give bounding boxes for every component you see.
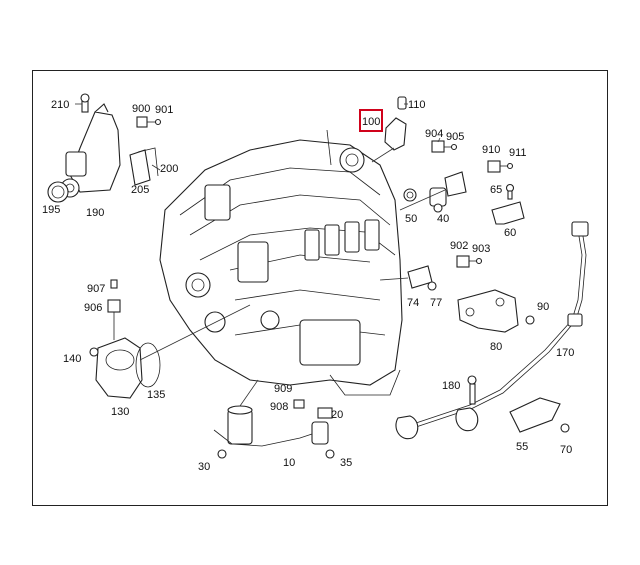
part-labels: 210 900 901 200 205 195 190 100 110 904 …: [42, 99, 574, 473]
label-902[interactable]: 902: [450, 240, 468, 252]
label-140[interactable]: 140: [63, 353, 81, 365]
label-905[interactable]: 905: [446, 131, 464, 143]
label-40[interactable]: 40: [437, 213, 449, 225]
label-906[interactable]: 906: [84, 302, 102, 314]
label-70[interactable]: 70: [560, 444, 572, 456]
part-170-harness: [395, 221, 589, 440]
label-30[interactable]: 30: [198, 461, 210, 473]
label-901[interactable]: 901: [155, 104, 173, 116]
part-74-sensor: [379, 255, 483, 291]
part-100-sensor: [371, 96, 458, 163]
part-40-sensor: [399, 160, 514, 213]
label-100[interactable]: 100: [362, 116, 380, 128]
part-130-housing: [89, 279, 251, 399]
part-10-sensor: [213, 379, 335, 459]
label-907[interactable]: 907: [87, 283, 105, 295]
label-909[interactable]: 909: [274, 383, 292, 395]
label-80[interactable]: 80: [490, 341, 502, 353]
label-911[interactable]: 911: [509, 147, 527, 159]
label-190[interactable]: 190: [86, 207, 104, 219]
label-200[interactable]: 200: [160, 163, 178, 175]
label-10[interactable]: 10: [283, 457, 295, 469]
part-190-assembly: [47, 93, 162, 203]
label-35[interactable]: 35: [340, 457, 352, 469]
label-77[interactable]: 77: [430, 297, 442, 309]
label-110[interactable]: 110: [408, 99, 426, 111]
engine-assembly: [159, 129, 403, 396]
part-80-bracket: [457, 289, 535, 333]
label-180[interactable]: 180: [442, 380, 460, 392]
label-60[interactable]: 60: [504, 227, 516, 239]
label-20[interactable]: 20: [331, 409, 343, 421]
label-135[interactable]: 135: [147, 389, 165, 401]
label-205[interactable]: 205: [131, 184, 149, 196]
label-50[interactable]: 50: [405, 213, 417, 225]
label-904[interactable]: 904: [425, 128, 443, 140]
label-210[interactable]: 210: [51, 99, 69, 111]
label-65[interactable]: 65: [490, 184, 502, 196]
label-90[interactable]: 90: [537, 301, 549, 313]
label-130[interactable]: 130: [111, 406, 129, 418]
label-195[interactable]: 195: [42, 204, 60, 216]
label-910[interactable]: 910: [482, 144, 500, 156]
label-908[interactable]: 908: [270, 401, 288, 413]
label-74[interactable]: 74: [407, 297, 419, 309]
label-55[interactable]: 55: [516, 441, 528, 453]
label-903[interactable]: 903: [472, 243, 490, 255]
label-900[interactable]: 900: [132, 103, 150, 115]
part-60-bracket: [491, 183, 525, 225]
highlight-box-100: [359, 109, 383, 132]
label-170[interactable]: 170: [556, 347, 574, 359]
leader-lines: [75, 103, 441, 171]
